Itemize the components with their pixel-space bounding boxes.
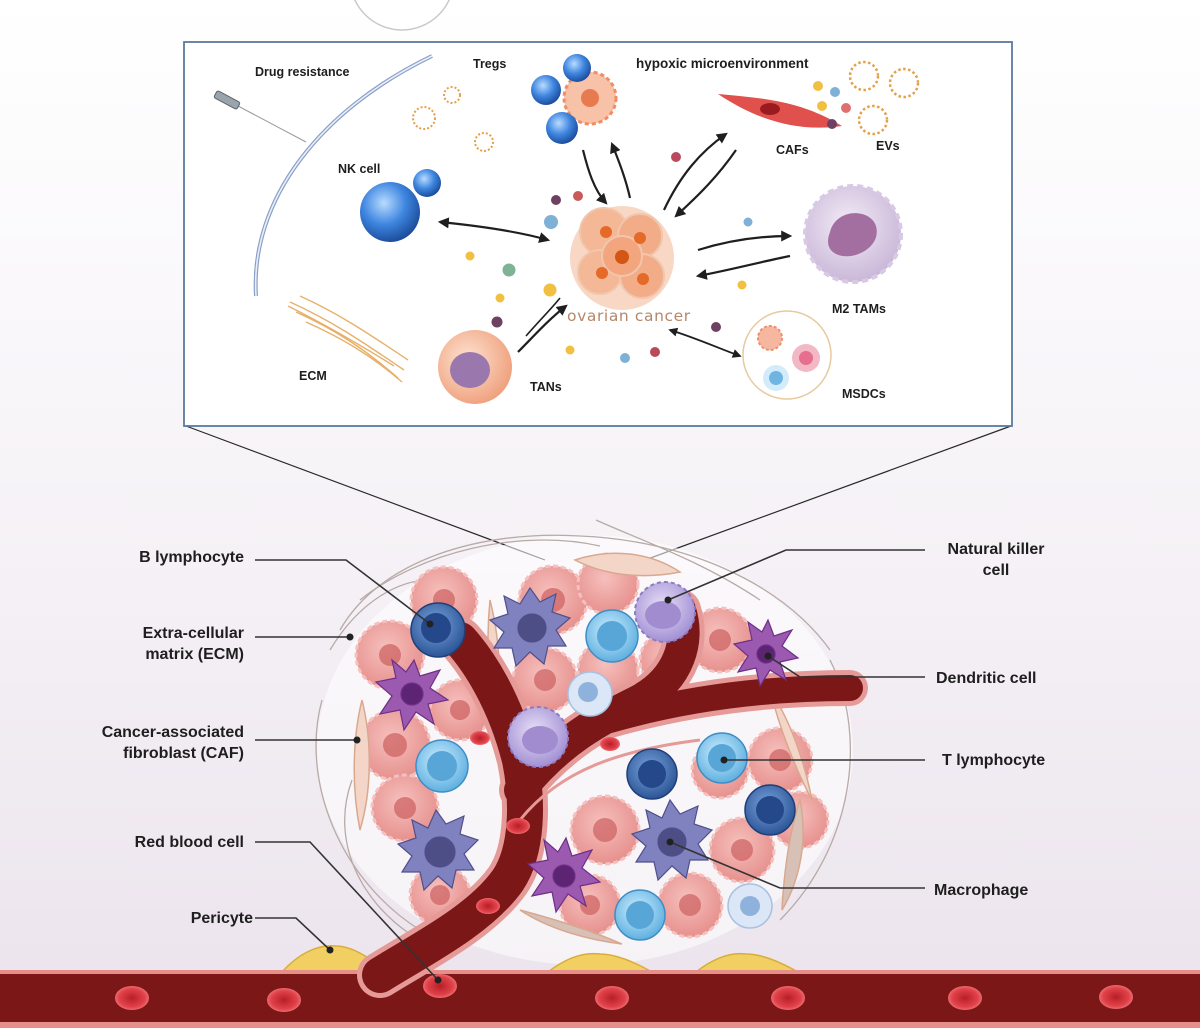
- label-ecm-line1: Extra-cellular: [143, 625, 244, 642]
- label-ovarian-cancer: ovarian cancer: [567, 307, 691, 325]
- label-pericyte: Pericyte: [191, 910, 253, 927]
- label-drug-resistance: Drug resistance: [255, 65, 350, 79]
- label-t-lymphocyte: T lymphocyte: [942, 752, 1045, 769]
- ev-particles-right: [813, 60, 920, 136]
- label-tregs: Tregs: [473, 57, 506, 71]
- nk-cell-inset: [360, 169, 441, 242]
- label-dendritic-cell: Dendritic cell: [936, 670, 1036, 687]
- label-caf-line1: Cancer-associated: [102, 724, 244, 741]
- label-evs: EVs: [876, 139, 900, 153]
- label-b-lymphocyte: B lymphocyte: [139, 549, 244, 566]
- red-blood-cells: [115, 613, 1133, 1012]
- label-tans: TANs: [530, 380, 562, 394]
- caf-cells: [353, 552, 813, 945]
- tan-cell: [438, 330, 512, 404]
- ovarian-cancer-cluster: [570, 206, 674, 310]
- label-nk-cell: NK cell: [338, 162, 380, 176]
- label-ecm-line2: matrix (ECM): [145, 646, 244, 663]
- dendritic-cells: [374, 618, 800, 914]
- label-hypoxic-microenvironment: hypoxic microenvironment: [636, 56, 809, 71]
- t-lymphocytes: [415, 609, 773, 941]
- callout-dots: [326, 596, 772, 984]
- ev-particles-left: [412, 86, 494, 152]
- label-m2-tams: M2 TAMs: [832, 302, 886, 316]
- label-red-blood-cell: Red blood cell: [135, 834, 244, 851]
- callout-labels: B lymphocyte Extra-cellular matrix (ECM)…: [102, 541, 1046, 927]
- label-nk-line2: cell: [983, 562, 1010, 579]
- macrophages: [396, 586, 714, 892]
- label-macrophage: Macrophage: [934, 882, 1028, 899]
- m2-tam-cell: [803, 184, 903, 284]
- partial-circle-decoration: [354, 0, 450, 31]
- label-cafs: CAFs: [776, 143, 809, 157]
- callout-leader-lines: [255, 549, 925, 981]
- ecm-fibers-inset: [287, 295, 409, 383]
- tregs-cells: [531, 54, 618, 144]
- interaction-arrows: [437, 132, 793, 358]
- inset-panel: Drug resistance Tregs hypoxic microenvir…: [183, 41, 1013, 427]
- immune-cells: [374, 581, 800, 941]
- label-caf-line2: fibroblast (CAF): [123, 745, 244, 762]
- b-lymphocytes: [410, 602, 796, 836]
- msdcs-cells: [742, 310, 832, 400]
- label-msdcs: MSDCs: [842, 387, 886, 401]
- zoom-connector: [185, 425, 1012, 561]
- caf-cell-inset: [718, 94, 842, 128]
- natural-killer-cells: [507, 581, 696, 768]
- cell-membrane-arc: [253, 54, 433, 297]
- syringe-icon: [213, 90, 307, 143]
- label-nk-line1: Natural killer: [948, 541, 1045, 558]
- label-ecm: ECM: [299, 369, 327, 383]
